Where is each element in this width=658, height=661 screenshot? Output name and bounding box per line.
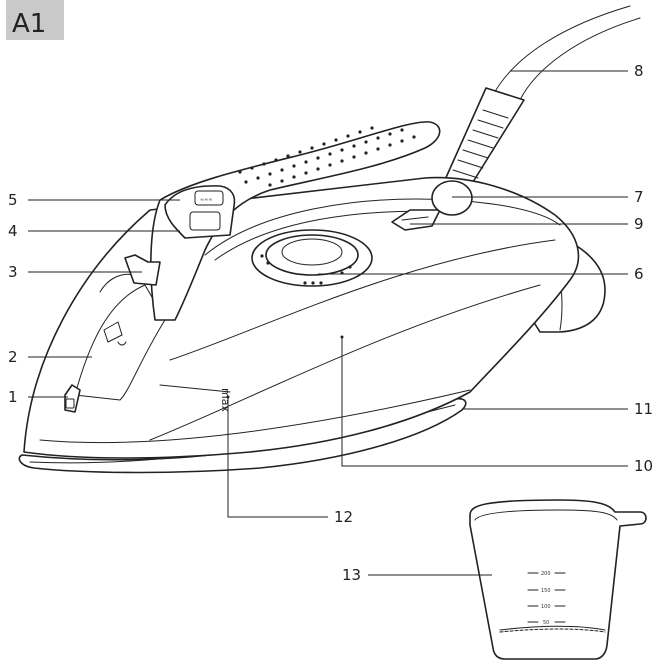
- callout-13: 13: [342, 566, 361, 584]
- callout-4: 4: [8, 222, 18, 240]
- callout-12: 12: [334, 508, 353, 526]
- handle-grip-dots: [238, 126, 416, 187]
- cup-mark-150: 150: [541, 588, 551, 594]
- leader-dot-10: [340, 335, 344, 339]
- callout-9: 9: [634, 215, 644, 233]
- callout-7: 7: [634, 188, 644, 206]
- temperature-dial[interactable]: [251, 229, 373, 287]
- indicator-light: [391, 209, 441, 231]
- callout-10: 10: [634, 457, 653, 475]
- leader-dot-12: [226, 395, 230, 399]
- callout-numbers: 1 2 3 4 5 6 7 8 9 10 11 12 13: [8, 62, 653, 584]
- leader-10: [341, 337, 628, 467]
- callout-1: 1: [8, 388, 18, 406]
- cord-guard: [443, 87, 525, 191]
- callout-11: 11: [634, 400, 653, 418]
- callout-8: 8: [634, 62, 644, 80]
- callout-2: 2: [8, 348, 18, 366]
- cup-mark-200: 200: [541, 571, 551, 577]
- callout-3: 3: [8, 263, 18, 281]
- max-fill-mark: max: [219, 388, 232, 412]
- leader-12: [227, 397, 328, 518]
- water-filler-area: [64, 254, 161, 413]
- front-button-block: ≈≈≈: [164, 185, 236, 239]
- power-cord: [492, 5, 641, 101]
- iron-body: [23, 176, 580, 459]
- callout-5: 5: [8, 191, 18, 209]
- figure-tag-label: A1: [12, 9, 46, 39]
- measuring-cup: 200 150 100 50: [469, 499, 647, 660]
- cup-scale: 200 150 100 50: [527, 571, 566, 626]
- leader-lines: [28, 70, 628, 576]
- svg-text:≈≈≈: ≈≈≈: [200, 197, 213, 203]
- cup-mark-50: 50: [543, 620, 549, 626]
- figure-tag: A1: [6, 0, 64, 40]
- cup-mark-100: 100: [541, 604, 551, 610]
- cord-swivel: [431, 180, 473, 216]
- callout-6: 6: [634, 265, 644, 283]
